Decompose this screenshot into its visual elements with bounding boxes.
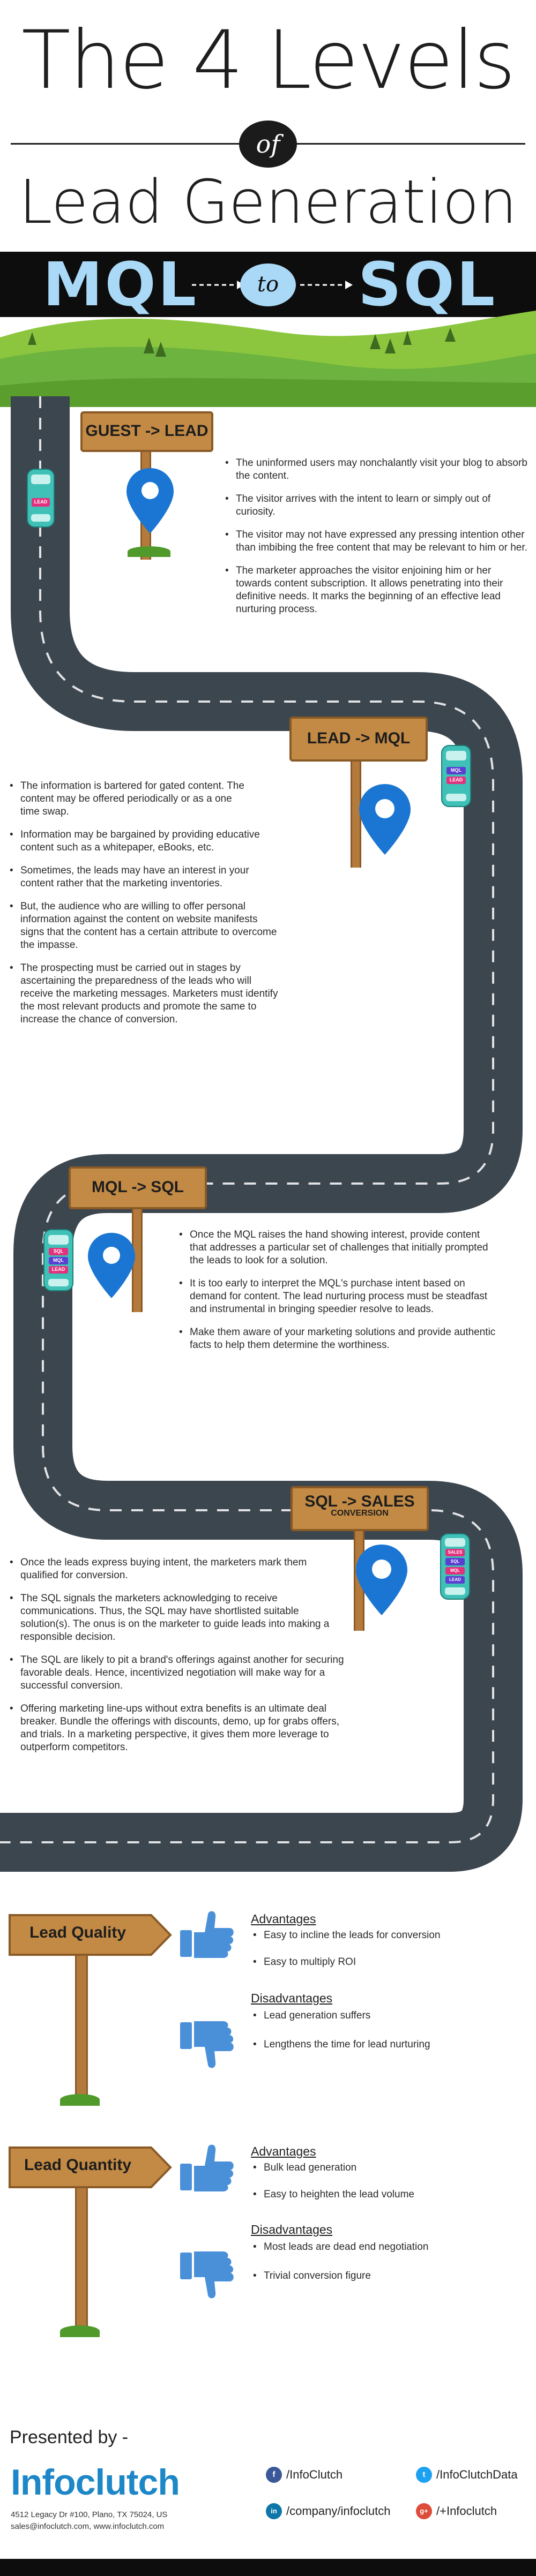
stage-3-bullet: It is too early to interpret the MQL's p…	[178, 1277, 500, 1316]
title-line-1: The 4 Levels	[21, 14, 516, 107]
mql-heading: MQL	[43, 250, 199, 320]
quantity-sign-label: Lead Quantity	[24, 2156, 132, 2174]
stage-4-sign-title: SQL -> SALES	[304, 1493, 415, 1510]
stage-3-car-label: MQL	[53, 1257, 64, 1263]
stage-4-car-label: LEAD	[449, 1577, 461, 1582]
stage-2-bullet: Information may be bargained by providin…	[9, 828, 282, 854]
stage-2-bullet: The prospecting must be carried out in s…	[9, 962, 282, 1026]
thumbs-down-icon	[180, 2021, 234, 2068]
quantity-disadvantage-item: Trivial conversion figure	[252, 2270, 520, 2283]
quality-grass-tuft	[60, 2094, 100, 2106]
googleplus-link[interactable]: /+Infoclutch	[436, 2504, 497, 2518]
stage-1-bullet: The marketer approaches the visitor enjo…	[224, 564, 530, 616]
stage-3-bullet: Make them aware of your marketing soluti…	[178, 1326, 500, 1352]
quantity-grass-tuft	[60, 2325, 100, 2337]
stage-2-location-pin-icon	[359, 784, 411, 855]
stage-3-bullet: Once the MQL raises the hand showing int…	[178, 1229, 500, 1267]
stage-1-location-pin-icon	[126, 468, 174, 533]
googleplus-icon: g+	[416, 2503, 432, 2519]
stage-4-car-label: MQL	[450, 1568, 460, 1573]
facebook-icon: f	[266, 2467, 282, 2483]
stage-3-car-icon	[43, 1229, 73, 1291]
stage-3-car-label: SQL	[53, 1248, 64, 1254]
quality-sign-label: Lead Quality	[29, 1924, 126, 1941]
presented-by-label: Presented by -	[10, 2427, 129, 2447]
quality-advantage-item: Easy to multiply ROI	[252, 1956, 520, 1969]
quality-disadvantages-list: Lead generation suffers Lengthens the ti…	[252, 2009, 520, 2061]
stage-1-bullet: The visitor arrives with the intent to l…	[224, 493, 530, 518]
dashed-arrow-right	[300, 281, 353, 289]
thumbs-down-icon	[180, 2251, 234, 2299]
stage-2-bullet: But, the audience who are willing to off…	[9, 900, 282, 952]
stage-2-bullets: The information is bartered for gated co…	[9, 780, 282, 1036]
quality-disadvantage-item: Lead generation suffers	[252, 2009, 520, 2022]
title-line-2: Lead Generation	[19, 168, 517, 237]
quality-advantage-item: Easy to incline the leads for conversion	[252, 1929, 520, 1942]
stage-4-car-icon	[440, 1533, 470, 1600]
stage-4-sign: SQL -> SALES CONVERSION	[291, 1486, 429, 1531]
quality-advantages-list: Easy to incline the leads for conversion…	[252, 1929, 520, 1979]
stage-4-car-label: SALES	[448, 1550, 463, 1555]
stage-4-bullet: Once the leads express buying intent, th…	[9, 1556, 346, 1582]
stage-1-bullet: The visitor may not have expressed any p…	[224, 529, 530, 554]
quality-disadvantage-item: Lengthens the time for lead nurturing	[252, 2038, 520, 2051]
stage-4-sign-subtitle: CONVERSION	[331, 1509, 389, 1518]
to-badge: to	[240, 263, 296, 306]
stage-2-car-label: MQL	[451, 767, 461, 773]
stage-1-bullet: The uninformed users may nonchalantly vi…	[224, 457, 530, 483]
company-address: 4512 Legacy Dr #100, Plano, TX 75024, US	[11, 2510, 168, 2519]
stage-3-sign: MQL -> SQL	[69, 1166, 207, 1209]
stage-4-location-pin-icon	[356, 1545, 407, 1615]
stage-1-grass-tuft	[128, 546, 170, 557]
quantity-sign-board	[9, 2146, 172, 2188]
stage-4-car-label: SQL	[450, 1559, 460, 1564]
linkedin-icon: in	[266, 2503, 282, 2519]
brand-logo: Infoclutch	[11, 2462, 180, 2503]
twitter-link[interactable]: /InfoClutchData	[436, 2468, 518, 2481]
quantity-advantages-heading: Advantages	[251, 2144, 316, 2158]
stage-2-bullet: The information is bartered for gated co…	[9, 780, 245, 818]
green-hills-illustration	[0, 311, 536, 407]
quality-signpost	[75, 1928, 88, 2105]
stage-2-bullet: Sometimes, the leads may have an interes…	[9, 864, 282, 890]
thumbs-up-icon	[180, 1911, 234, 1958]
facebook-link[interactable]: /InfoClutch	[286, 2468, 343, 2481]
quantity-disadvantage-item: Most leads are dead end negotiation	[252, 2241, 520, 2254]
stage-4-bullets: Once the leads express buying intent, th…	[9, 1556, 346, 1764]
stage-4-bullet: Offering marketing line-ups without extr…	[9, 1703, 346, 1754]
sql-heading: SQL	[358, 250, 497, 320]
stage-3-car-label: LEAD	[51, 1267, 65, 1272]
stage-1-car-label: LEAD	[34, 499, 48, 504]
quantity-advantage-item: Easy to heighten the lead volume	[252, 2188, 520, 2201]
stage-1-bullets: The uninformed users may nonchalantly vi…	[224, 457, 530, 626]
company-contact: sales@infoclutch.com, www.infoclutch.com	[11, 2522, 165, 2531]
stage-4-bullet: The SQL are likely to pit a brand's offe…	[9, 1654, 346, 1692]
stage-3-bullets: Once the MQL raises the hand showing int…	[178, 1229, 500, 1362]
linkedin-link[interactable]: /company/infoclutch	[286, 2504, 391, 2518]
quality-advantages-heading: Advantages	[251, 1912, 316, 1926]
stage-2-car-icon	[441, 745, 471, 807]
quality-sign-board	[9, 1914, 172, 1956]
quantity-advantage-item: Bulk lead generation	[252, 2161, 520, 2174]
quantity-disadvantages-heading: Disadvantages	[251, 2223, 333, 2236]
stage-1-car-icon	[27, 469, 55, 528]
stage-2-sign: LEAD -> MQL	[289, 717, 428, 762]
footer-bar	[0, 2559, 536, 2576]
quantity-advantages-list: Bulk lead generation Easy to heighten th…	[252, 2161, 520, 2211]
stage-1-sign: GUEST -> LEAD	[80, 411, 213, 452]
of-badge: of	[239, 120, 297, 168]
thumbs-up-icon	[180, 2144, 234, 2191]
quantity-disadvantages-list: Most leads are dead end negotiation Triv…	[252, 2241, 520, 2293]
quality-disadvantages-heading: Disadvantages	[251, 1991, 333, 2005]
twitter-icon: t	[416, 2467, 432, 2483]
stage-3-location-pin-icon	[88, 1233, 135, 1298]
stage-4-bullet: The SQL signals the marketers acknowledg…	[9, 1592, 346, 1644]
stage-2-car-label: LEAD	[449, 777, 463, 782]
